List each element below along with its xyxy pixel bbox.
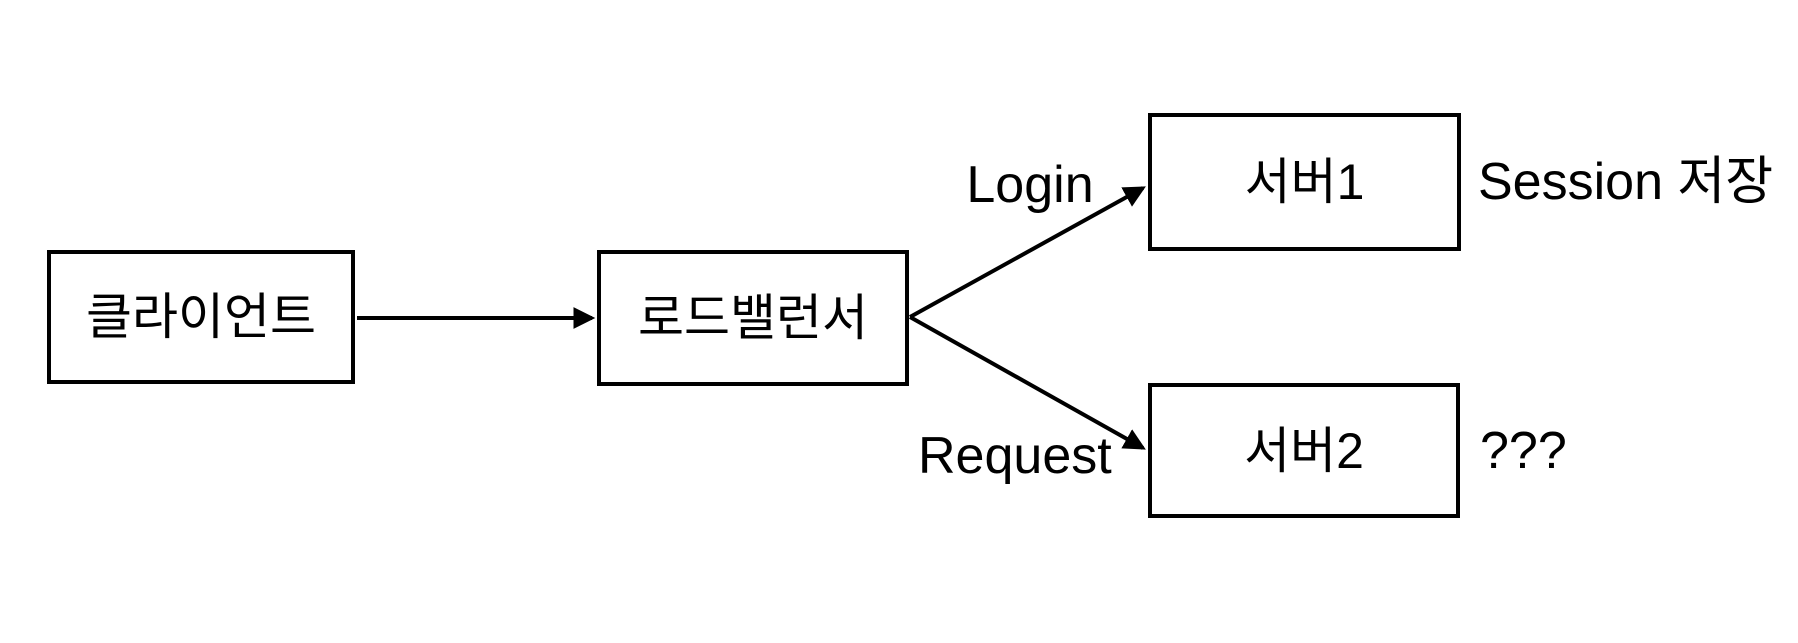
annotation-session-storage: Session 저장 — [1478, 153, 1774, 211]
edge-label-login: Login — [966, 156, 1094, 214]
node-client-label: 클라이언트 — [86, 289, 316, 345]
node-load-balancer-label: 로드밸런서 — [638, 290, 868, 346]
edge-label-request: Request — [918, 427, 1112, 485]
annotation-question-marks: ??? — [1480, 422, 1567, 480]
node-server2: 서버2 — [1148, 383, 1460, 518]
node-server2-label: 서버2 — [1244, 422, 1364, 479]
node-server1: 서버1 — [1148, 113, 1461, 251]
node-load-balancer: 로드밸런서 — [597, 250, 909, 386]
node-client: 클라이언트 — [47, 250, 355, 384]
node-server1-label: 서버1 — [1244, 154, 1365, 210]
